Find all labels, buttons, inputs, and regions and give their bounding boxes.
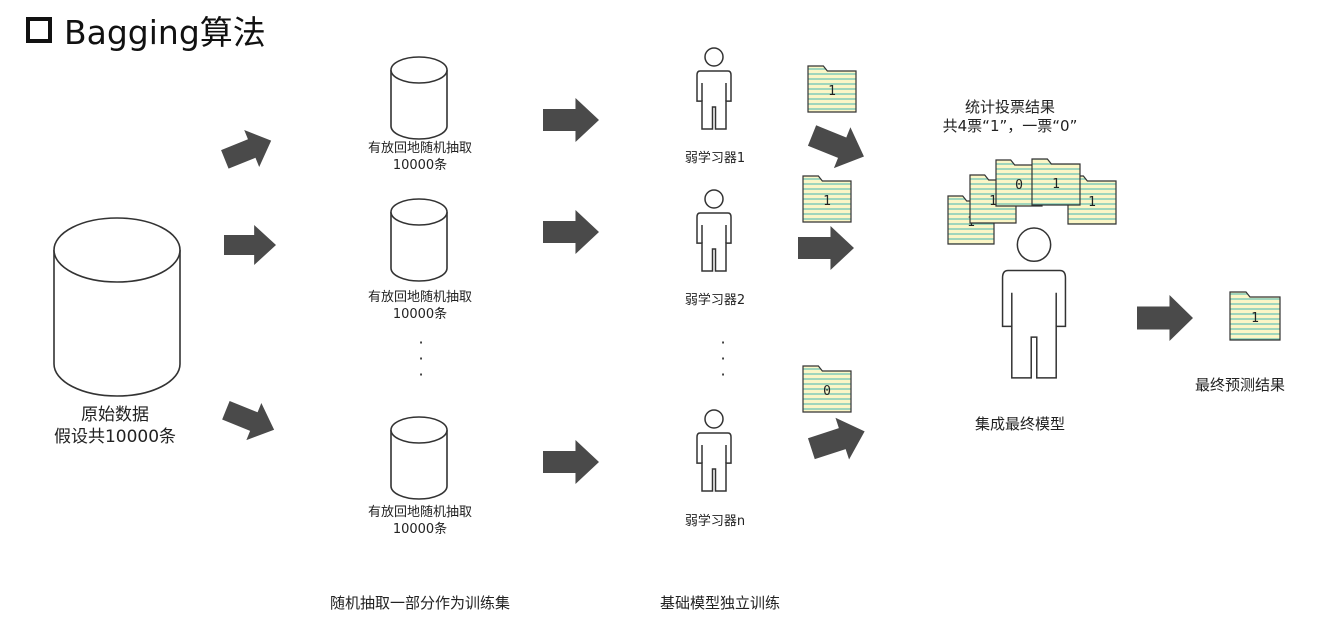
square-bullet-icon (26, 17, 52, 43)
sample-n-cylinder (390, 416, 448, 500)
flow-arrow (543, 98, 599, 142)
learner-1-icon (696, 47, 732, 130)
learner-2-label: 弱学习器2 (684, 293, 746, 308)
vote-value: 0 (1015, 178, 1023, 193)
learner-2-vote-doc: 1 (802, 175, 852, 223)
flow-arrow (807, 125, 864, 169)
vote-value: 1 (1088, 195, 1096, 210)
final-prediction-doc: 1 (1229, 291, 1281, 341)
flow-arrow (543, 210, 599, 254)
slide-title-text: Bagging算法 (64, 13, 266, 52)
flow-arrow (221, 129, 272, 169)
vote-value: 1 (1052, 177, 1060, 192)
original-data-cylinder (53, 217, 181, 397)
learner-2-icon (696, 189, 732, 272)
learner-n-vote-doc: 0 (802, 365, 852, 413)
stage-training-label: 基础模型独立训练 (659, 594, 780, 612)
flow-arrow (1137, 295, 1193, 341)
learner-ellipsis: ··· (720, 333, 726, 384)
flow-arrow (807, 417, 865, 460)
flow-arrow (224, 225, 276, 265)
vote-value: 1 (989, 194, 997, 209)
slide-title: Bagging算法 (26, 6, 266, 54)
vote-value: 0 (823, 384, 831, 399)
flow-arrow (798, 226, 854, 270)
sample-1-cylinder (390, 56, 448, 140)
vote-summary-label: 统计投票结果共4票“1”，一票“0” (942, 98, 1078, 135)
learner-1-vote-doc: 1 (807, 65, 857, 113)
sample-2-cylinder (390, 198, 448, 282)
learner-n-label: 弱学习器n (684, 514, 746, 529)
final-prediction-label: 最终预测结果 (1194, 376, 1285, 394)
vote-value: 1 (1251, 311, 1259, 326)
ensemble-vote-doc: 1 (1031, 158, 1081, 206)
original-data-label: 原始数据假设共10000条 (53, 405, 177, 447)
flow-arrow (543, 440, 599, 484)
sample-ellipsis: ··· (418, 333, 424, 384)
flow-arrow (222, 400, 275, 441)
vote-value: 1 (823, 194, 831, 209)
ensemble-model-label: 集成最终模型 (974, 415, 1065, 433)
learner-1-label: 弱学习器1 (684, 151, 746, 166)
learner-n-icon (696, 409, 732, 492)
vote-value: 1 (828, 84, 836, 99)
ensemble-model-icon (1001, 227, 1067, 379)
stage-sampling-label: 随机抽取一部分作为训练集 (329, 594, 510, 612)
